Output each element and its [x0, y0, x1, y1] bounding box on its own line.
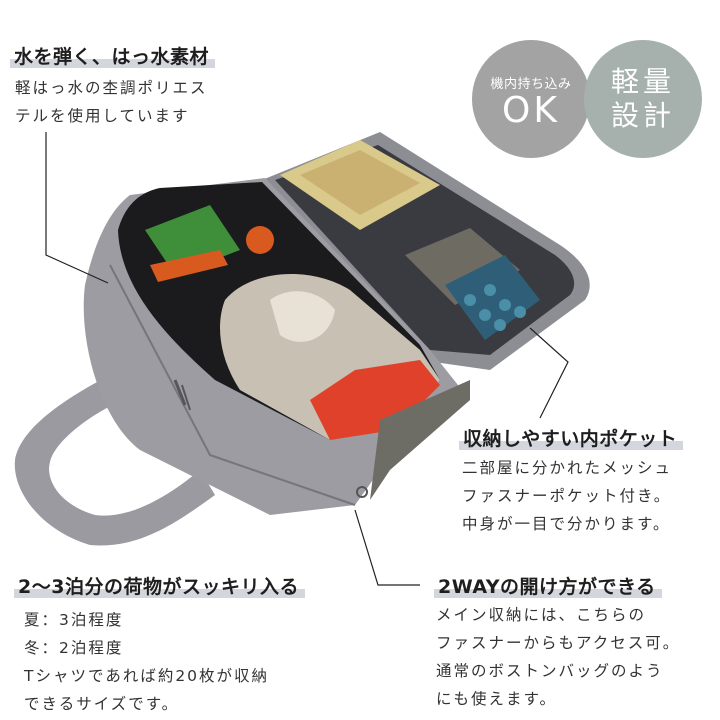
leader-inner-pocket — [529, 327, 569, 419]
text-line: 通常のボストンバッグのよう — [436, 662, 664, 680]
text-line: メイン収納には、こちらの — [436, 606, 647, 624]
text-line: ファスナーからもアクセス可。 — [436, 634, 681, 652]
bag-handle — [14, 370, 216, 546]
capacity-title: 2〜3泊分の荷物がスッキリ入る — [14, 572, 305, 599]
text-line: 冬：2泊程度 — [24, 639, 124, 657]
badge-line: 軽量 — [610, 65, 675, 98]
water-repellent-description: 軽はっ水の杢調ポリエス テルを使用しています — [15, 74, 208, 130]
inner-pocket-description: 二部屋に分かれたメッシュ ファスナーポケット付き。 中身が一目で分かります。 — [462, 454, 672, 538]
leader-two-way — [354, 509, 420, 586]
two-way-description: メイン収納には、こちらの ファスナーからもアクセス可。 通常のボストンバッグのよ… — [436, 601, 680, 713]
lightweight-badge: 軽量 設計 — [584, 40, 702, 158]
badge-label: 機内持ち込み — [490, 76, 572, 92]
text-line: 二部屋に分かれたメッシュ — [462, 459, 673, 477]
text-line: にも使えます。 — [436, 690, 557, 708]
badge-line: 設計 — [610, 99, 675, 132]
text-line: 夏：3泊程度 — [24, 611, 124, 629]
text-line: 軽はっ水の杢調ポリエス — [15, 79, 208, 97]
text-line: ファスナーポケット付き。 — [462, 487, 672, 505]
text-line: テルを使用しています — [15, 107, 190, 125]
water-repellent-title: 水を弾く、はっ水素材 — [9, 42, 216, 69]
mesh-pocket — [405, 228, 520, 305]
inner-pocket-title: 収納しやすい内ポケット — [458, 424, 684, 451]
capacity-description: 夏：3泊程度 冬：2泊程度 Tシャツであれば約20枚が収納 できるサイズです。 — [24, 606, 269, 718]
leader-water-repellent — [45, 132, 109, 284]
text-line: 中身が一目で分かります。 — [462, 515, 671, 533]
carry-on-ok-badge: 機内持ち込み OK — [472, 40, 590, 158]
two-way-title: 2WAYの開け方ができる — [434, 572, 662, 599]
text-line: Tシャツであれば約20枚が収納 — [24, 667, 270, 685]
text-line: できるサイズです。 — [24, 695, 180, 713]
badge-value: OK — [502, 89, 560, 131]
